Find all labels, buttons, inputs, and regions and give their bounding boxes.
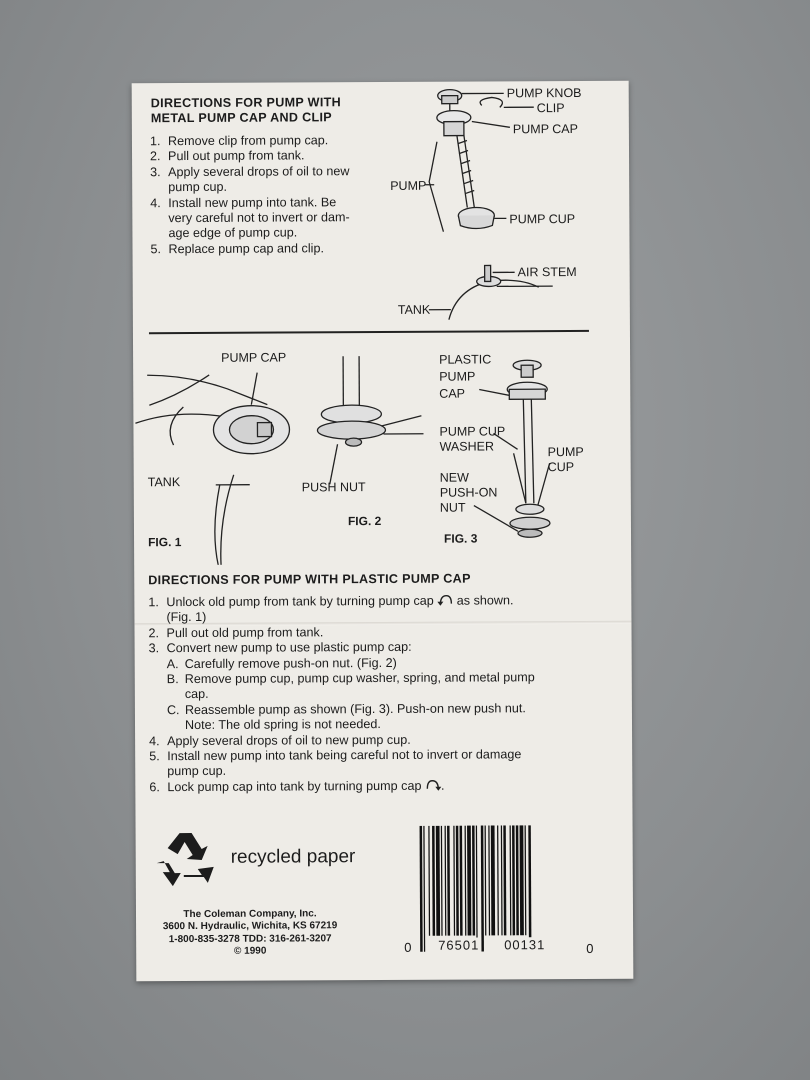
barcode-bar: [519, 825, 524, 936]
step-text: Unlock old pump from tank by turning pum…: [166, 593, 434, 610]
fig3-cap-text: CAP: [439, 386, 466, 401]
plastic-step-3b: B. Remove pump cup, pump cup washer, spr…: [167, 670, 619, 703]
barcode-right-digit: 0: [586, 940, 594, 956]
substep-text: Carefully remove push-on nut. (Fig. 2): [184, 655, 397, 671]
fig1-label-tank: TANK: [147, 475, 181, 490]
fig2-label-push-nut: PUSH NUT: [301, 480, 366, 495]
barcode-bar: [459, 825, 463, 936]
fig3-pump-text: PUMP: [439, 369, 476, 384]
plastic-step-3c: C. Reassemble pump as shown (Fig. 3). Pu…: [167, 701, 619, 734]
barcode-bar: [528, 825, 532, 952]
rotate-right-icon: [426, 779, 441, 791]
fig3-pump-cup-text: PUMP CUP: [439, 424, 506, 439]
fig3-push-on-text: PUSH-ON: [439, 485, 498, 500]
step-number: 5.: [149, 749, 160, 764]
pump-exploded-diagram: [425, 88, 553, 320]
barcode-digits-2: 00131: [502, 937, 548, 953]
label-pump-cup: PUMP CUP: [509, 211, 576, 227]
step-number: 4.: [149, 733, 160, 748]
barcode-bar: [435, 825, 441, 936]
plastic-step-1: 1. Unlock old pump from tank by turning …: [148, 593, 618, 626]
figures-diagram: [135, 356, 551, 566]
fig2-caption: FIG. 2: [347, 514, 382, 529]
rotate-left-icon: [437, 594, 452, 606]
step-text: Lock pump cap into tank by turning pump …: [167, 778, 422, 795]
fig3-label-new-push-on-nut: NEW PUSH-ON NUT: [440, 470, 498, 515]
barcode-bar: [488, 825, 491, 936]
barcode-bar: [444, 825, 447, 936]
substep-letter: B.: [166, 672, 179, 687]
barcode-bar: [484, 825, 487, 936]
barcode-digits-1: 76501: [436, 937, 482, 953]
fig3-new-text: NEW: [439, 470, 469, 485]
step-number: 1.: [148, 595, 159, 610]
barcode-bar: [455, 825, 459, 936]
barcode-bar: [472, 825, 476, 936]
recycled-paper-text: recycled paper: [230, 846, 356, 868]
fig3-label-plastic-pump-cap: PLASTIC PUMP CAP: [439, 351, 491, 402]
barcode-bar: [512, 825, 516, 936]
barcode-bar: [475, 825, 478, 952]
label-air-stem: AIR STEM: [517, 264, 577, 280]
company-address: 3600 N. Hydraulic, Wichita, KS 67219: [162, 920, 338, 933]
fig3-pump2-text: PUMP: [547, 444, 584, 460]
step-text: Apply several drops of oil to new pump c…: [167, 732, 411, 748]
barcode-bar: [500, 825, 503, 936]
barcode-bar: [490, 825, 496, 936]
barcode-bar: [503, 825, 507, 936]
company-phone: 1-800-835-3278 TDD: 316-261-3207: [168, 933, 332, 945]
label-pump-knob: PUMP KNOB: [506, 85, 582, 101]
barcode-bar: [419, 825, 423, 952]
company-name: The Coleman Company, Inc.: [183, 908, 317, 921]
barcode: [419, 825, 532, 952]
label-tank-top: TANK: [397, 302, 431, 317]
fig1-label-pump-cap: PUMP CAP: [221, 350, 287, 365]
recycle-icon: [156, 833, 214, 887]
barcode-bar: [480, 825, 484, 952]
copyright: © 1990: [233, 945, 267, 958]
fig1-caption: FIG. 1: [148, 535, 182, 550]
barcode-bar: [524, 825, 527, 936]
step-text: Convert new pump to use plastic pump cap…: [166, 640, 412, 656]
step-text: Pull out old pump from tank.: [166, 625, 324, 640]
instruction-card: DIRECTIONS FOR PUMP WITH METAL PUMP CAP …: [131, 80, 634, 982]
barcode-bar: [515, 825, 519, 936]
barcode-bar: [440, 825, 443, 936]
barcode-bar: [509, 825, 512, 936]
step-number: 6.: [149, 780, 160, 795]
company-address-block: The Coleman Company, Inc. 3600 N. Hydrau…: [140, 908, 360, 959]
plastic-step-6: 6. Lock pump cap into tank by turning pu…: [149, 778, 445, 795]
barcode-bar: [447, 825, 451, 936]
substep-letter: C.: [166, 702, 180, 717]
step-number: 2.: [148, 625, 160, 641]
barcode-bar: [428, 825, 431, 936]
step-number: 3.: [148, 641, 160, 656]
barcode-bar: [467, 825, 472, 936]
barcode-left-digit: 0: [404, 939, 412, 955]
fig3-cup-text: CUP: [547, 459, 575, 475]
fig3-caption: FIG. 3: [444, 531, 478, 546]
label-pump: PUMP: [390, 178, 427, 193]
plastic-step-3: 3. Convert new pump to use plastic pump …: [149, 639, 619, 734]
barcode-bar: [432, 825, 436, 936]
fig3-washer-text: WASHER: [439, 439, 495, 454]
barcode-bar: [464, 825, 467, 936]
fig3-plastic-text: PLASTIC: [439, 352, 492, 367]
label-pump-cap: PUMP CAP: [512, 121, 579, 137]
fig3-label-pump-cup: PUMP CUP: [548, 445, 584, 475]
barcode-bar: [497, 825, 499, 936]
barcode-bar: [453, 825, 456, 936]
fig3-label-pump-cup-washer: PUMP CUP WASHER: [439, 424, 505, 454]
plastic-step-5: 5. Install new pump into tank being care…: [149, 747, 619, 780]
fig3-nut-text: NUT: [439, 500, 466, 515]
substep-letter: A.: [166, 656, 179, 671]
step-text-cont: as shown.: [456, 593, 514, 608]
plastic-section-title: DIRECTIONS FOR PUMP WITH PLASTIC PUMP CA…: [148, 571, 471, 588]
barcode-bar: [423, 825, 426, 952]
label-clip: CLIP: [536, 101, 565, 116]
plastic-steps-list: 1. Unlock old pump from tank by turning …: [148, 593, 619, 796]
